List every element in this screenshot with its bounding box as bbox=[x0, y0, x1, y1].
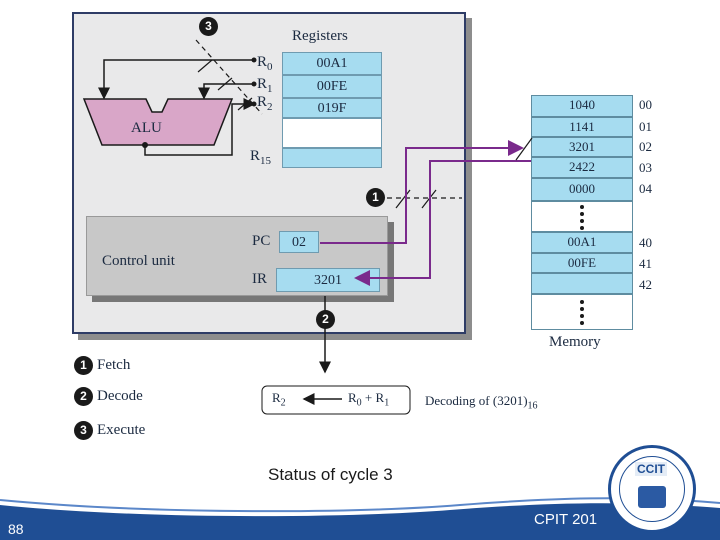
decode-destination: R2 bbox=[272, 390, 286, 409]
memory-address-42: 42 bbox=[639, 277, 652, 292]
memory-address-04: 04 bbox=[639, 181, 652, 196]
memory-cell-01: 1141 bbox=[531, 117, 633, 137]
memory-address-40: 40 bbox=[639, 235, 652, 250]
register-label-r0: R0 bbox=[257, 54, 273, 73]
register-r0: 00A1 bbox=[282, 52, 382, 75]
alu-label: ALU bbox=[131, 120, 162, 136]
memory-address-01: 01 bbox=[639, 119, 652, 134]
decode-source: R0 + R1 bbox=[348, 390, 390, 409]
ir-label: IR bbox=[252, 271, 267, 287]
legend-fetch: Fetch bbox=[97, 357, 131, 373]
control-unit-label: Control unit bbox=[102, 253, 175, 269]
register-empty bbox=[282, 118, 382, 148]
slide-caption: Status of cycle 3 bbox=[268, 465, 393, 484]
memory-cell-03: 2422 bbox=[531, 157, 633, 178]
legend-execute: Execute bbox=[97, 422, 146, 438]
memory-cell-00: 1040 bbox=[531, 95, 633, 117]
pc-label: PC bbox=[252, 233, 271, 249]
logo-emblem bbox=[638, 486, 666, 508]
register-r15 bbox=[282, 148, 382, 168]
course-code: CPIT 201 bbox=[534, 511, 598, 528]
legend-badge-fetch: 1 bbox=[74, 356, 93, 375]
page-number: 88 bbox=[8, 521, 24, 537]
memory-cell-42 bbox=[531, 273, 633, 294]
register-label-r1: R1 bbox=[257, 76, 273, 95]
legend-badge-execute: 3 bbox=[74, 421, 93, 440]
legend-badge-decode: 2 bbox=[74, 387, 93, 406]
memory-cell-04: 0000 bbox=[531, 178, 633, 201]
register-label-r15: R15 bbox=[250, 148, 272, 167]
step-badge-fetch: 1 bbox=[366, 188, 385, 207]
memory-address-41: 41 bbox=[639, 256, 652, 271]
ccit-logo: CCIT bbox=[608, 445, 696, 533]
alu-shape bbox=[82, 98, 234, 146]
decode-caption: Decoding of (3201)16 bbox=[425, 393, 538, 412]
logo-inner-ring bbox=[619, 456, 685, 522]
register-label-r2: R2 bbox=[257, 94, 273, 113]
pc-register: 02 bbox=[279, 231, 319, 253]
legend-decode: Decode bbox=[97, 388, 143, 404]
step-badge-execute: 3 bbox=[199, 17, 218, 36]
memory-cell-41: 00FE bbox=[531, 253, 633, 273]
registers-title: Registers bbox=[292, 28, 348, 44]
register-r2: 019F bbox=[282, 98, 382, 118]
memory-label: Memory bbox=[549, 334, 601, 350]
memory-cell-02: 3201 bbox=[531, 137, 633, 157]
register-r1: 00FE bbox=[282, 75, 382, 98]
logo-text: CCIT bbox=[635, 462, 667, 476]
memory-address-00: 00 bbox=[639, 97, 652, 112]
memory-address-02: 02 bbox=[639, 139, 652, 154]
step-badge-decode: 2 bbox=[316, 310, 335, 329]
memory-cell-40: 00A1 bbox=[531, 232, 633, 253]
memory-address-03: 03 bbox=[639, 160, 652, 175]
